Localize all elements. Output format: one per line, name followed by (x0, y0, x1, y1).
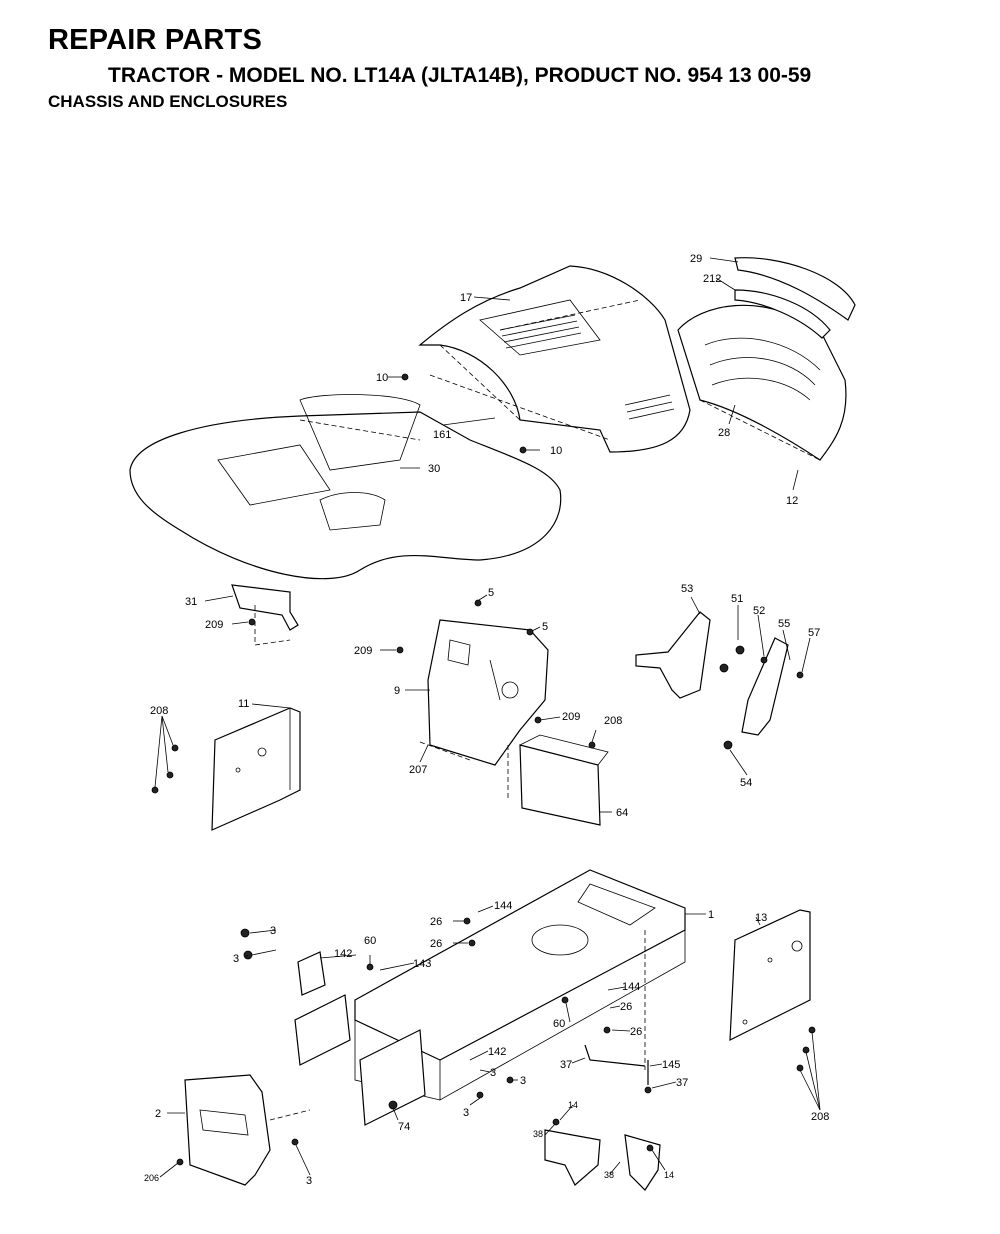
callout-37: 37 (560, 1059, 572, 1071)
callout-10: 10 (376, 372, 388, 384)
callout-60: 60 (364, 935, 376, 947)
page-header: REPAIR PARTS TRACTOR - MODEL NO. LT14A (… (0, 0, 1000, 130)
fender-part (129, 394, 562, 580)
model-subtitle: TRACTOR - MODEL NO. LT14A (JLTA14B), PRO… (108, 64, 812, 87)
callout-209c: 209 (562, 711, 580, 723)
callout-1: 1 (708, 909, 714, 921)
callout-26c: 26 (620, 1001, 632, 1013)
callout-14b: 14 (664, 1170, 674, 1180)
callout-30: 30 (428, 463, 440, 475)
callout-53: 53 (681, 583, 693, 595)
callout-145: 145 (662, 1059, 680, 1071)
section-title: CHASSIS AND ENCLOSURES (48, 92, 288, 111)
callout-17: 17 (460, 292, 472, 304)
callout-142b: 142 (488, 1046, 506, 1058)
callout-37b: 37 (676, 1077, 688, 1089)
side-panel-11-part (211, 707, 301, 831)
callout-2: 2 (155, 1108, 161, 1120)
frame-part (354, 869, 686, 1101)
callout-31: 31 (185, 596, 197, 608)
callout-3b: 3 (233, 953, 239, 965)
dash-panel-part (419, 619, 549, 766)
callout-38: 38 (533, 1129, 543, 1139)
callout-74: 74 (398, 1121, 410, 1133)
callout-208c: 208 (811, 1111, 829, 1123)
callout-9: 9 (394, 685, 400, 697)
lever-55-part (741, 637, 789, 736)
callout-26d: 26 (630, 1026, 642, 1038)
callout-51: 51 (731, 593, 743, 605)
bracket-38-part (544, 1129, 661, 1191)
plate-13-part (729, 909, 811, 1041)
callout-5: 5 (488, 587, 494, 599)
rod-145-part (584, 1044, 649, 1085)
callout-212: 212 (703, 273, 721, 285)
bumper-part (734, 257, 856, 339)
leader-lines (154, 257, 821, 1178)
callout-3: 3 (270, 925, 276, 937)
support-64-part (507, 734, 609, 826)
callout-60b: 60 (553, 1018, 565, 1030)
callout-206: 206 (144, 1173, 159, 1183)
callout-labels: 29 212 17 10 161 10 30 28 12 31 209 5 5 … (144, 253, 829, 1187)
grille-enclosure-part (677, 304, 847, 461)
callout-26: 26 (430, 916, 442, 928)
bracket-53-part (635, 611, 711, 699)
bracket-31-part (231, 584, 299, 646)
callout-10b: 10 (550, 445, 562, 457)
callout-208b: 208 (604, 715, 622, 727)
callout-28: 28 (718, 427, 730, 439)
callout-142: 142 (334, 948, 352, 960)
callout-209b: 209 (354, 645, 372, 657)
callout-29: 29 (690, 253, 702, 265)
callout-207: 207 (409, 764, 427, 776)
callout-38b: 38 (604, 1170, 614, 1180)
callout-144: 144 (494, 900, 512, 912)
callout-54: 54 (740, 777, 752, 789)
callout-143: 143 (413, 958, 431, 970)
callout-3f: 3 (306, 1175, 312, 1187)
callout-52: 52 (753, 605, 765, 617)
callout-26b: 26 (430, 938, 442, 950)
callout-161: 161 (433, 429, 451, 441)
callout-14: 14 (568, 1100, 578, 1110)
callout-144b: 144 (622, 981, 640, 993)
callout-209: 209 (205, 619, 223, 631)
callout-55: 55 (778, 618, 790, 630)
callout-57: 57 (808, 627, 820, 639)
callout-13: 13 (755, 912, 767, 924)
callout-3c: 3 (490, 1067, 496, 1079)
callout-3d: 3 (520, 1075, 526, 1087)
callout-208: 208 (150, 705, 168, 717)
callout-12: 12 (786, 495, 798, 507)
plate-142-part (294, 951, 426, 1126)
hood-part (418, 265, 691, 453)
callout-11: 11 (238, 698, 249, 710)
page-title: REPAIR PARTS (48, 24, 263, 56)
callout-5b: 5 (542, 621, 548, 633)
callout-3e: 3 (463, 1107, 469, 1119)
callout-64: 64 (616, 807, 628, 819)
bracket-2-part (184, 1074, 311, 1186)
